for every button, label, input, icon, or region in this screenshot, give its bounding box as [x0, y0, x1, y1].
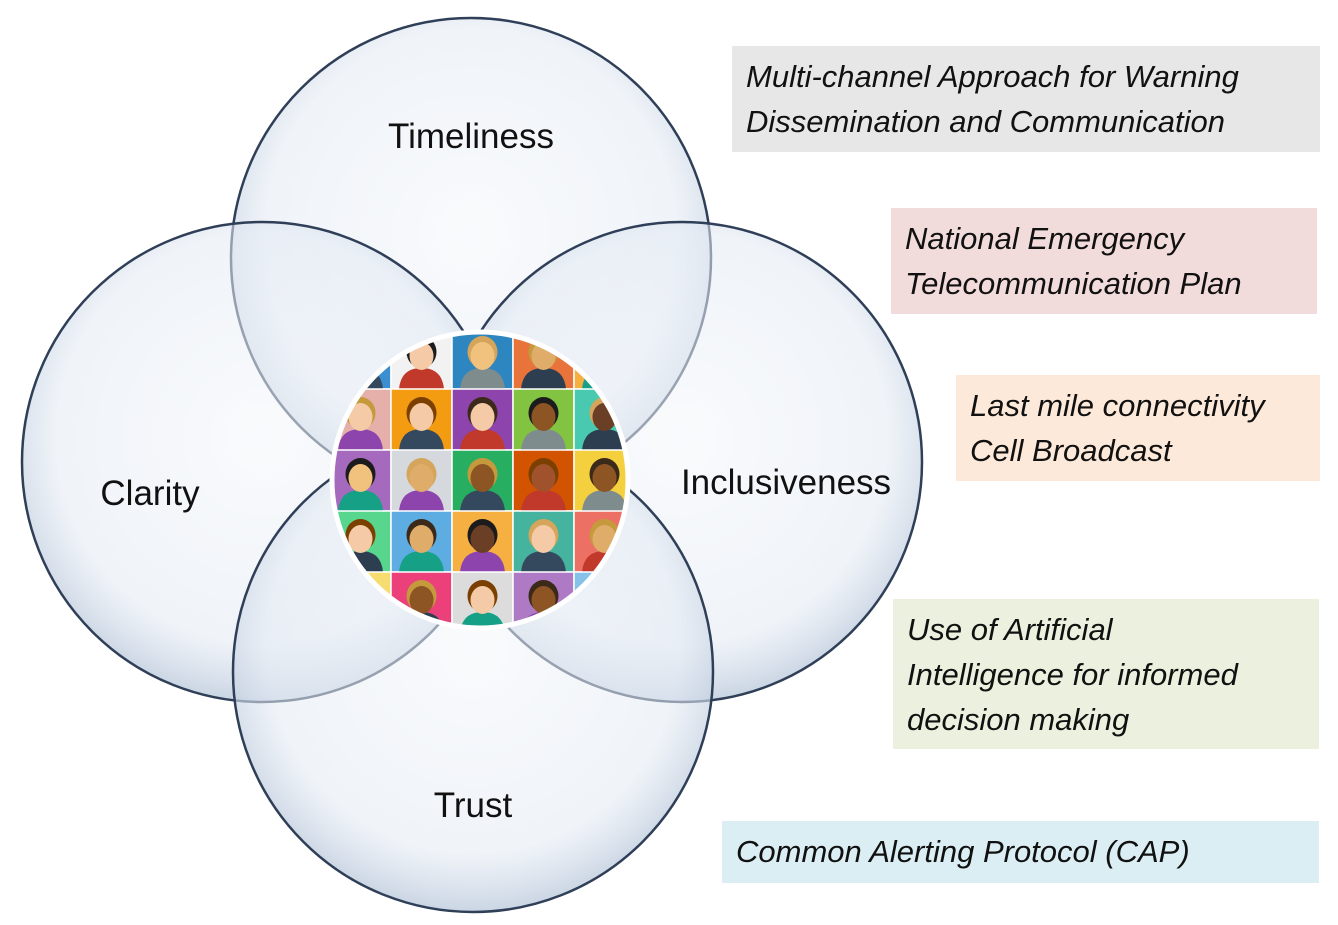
label-clarity: Clarity: [100, 474, 200, 513]
label-trust: Trust: [434, 786, 513, 825]
note-ai: Use of Artificial Intelligence for infor…: [893, 599, 1319, 749]
note-cap: Common Alerting Protocol (CAP): [722, 821, 1319, 883]
avatar-tile: [451, 449, 514, 512]
people-mosaic-image: [333, 333, 627, 627]
note-multichannel: Multi-channel Approach for Warning Disse…: [732, 46, 1320, 152]
avatar-tile: [451, 510, 514, 573]
avatar-tile: [451, 571, 514, 627]
note-national-plan: National Emergency Telecommunication Pla…: [891, 208, 1317, 314]
mosaic-border: [329, 329, 631, 631]
avatar-tile: [512, 449, 575, 512]
label-timeliness: Timeliness: [388, 117, 554, 156]
avatar-tile: [451, 388, 514, 451]
label-inclusiveness: Inclusiveness: [681, 463, 891, 502]
avatar-tile: [573, 449, 627, 512]
avatar-tile: [512, 510, 575, 573]
avatar-tile: [451, 333, 514, 390]
avatar-tile: [390, 388, 453, 451]
avatar-tile: [333, 449, 392, 512]
avatar-tile: [390, 510, 453, 573]
venn-diagram: Timeliness Clarity Inclusiveness Trust: [20, 16, 924, 914]
avatar-tile: [512, 388, 575, 451]
note-last-mile: Last mile connectivity Cell Broadcast: [956, 375, 1320, 481]
avatar-tile: [390, 449, 453, 512]
